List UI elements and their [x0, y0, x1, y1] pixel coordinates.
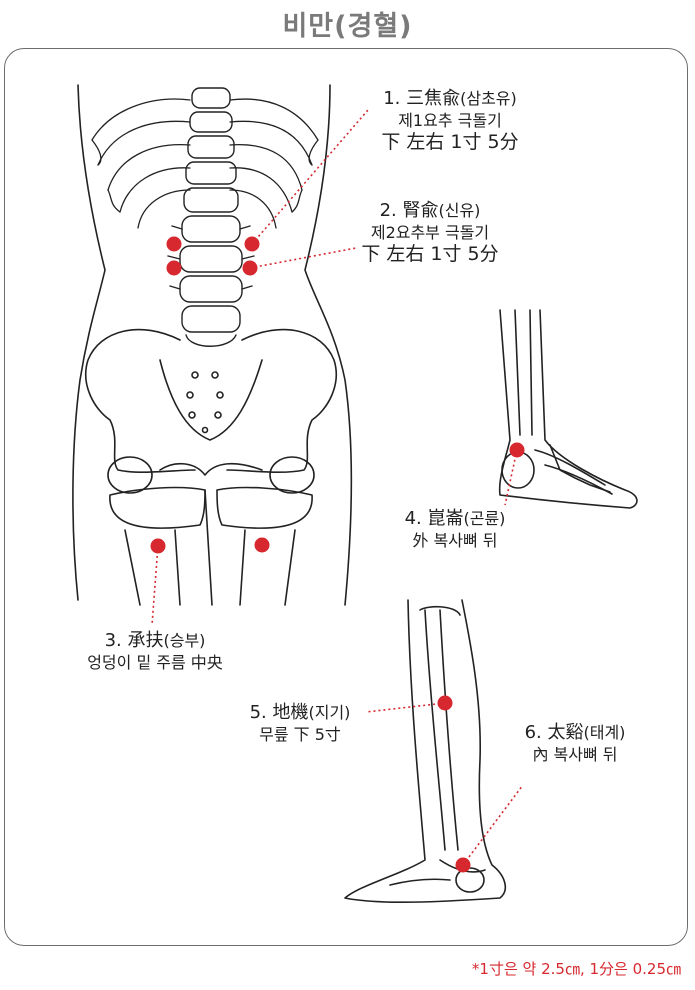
point-name: 地機: [272, 702, 309, 723]
acupoint-marker-1-left: [166, 236, 182, 252]
point-reading: (태계): [583, 723, 626, 742]
pelvis: [85, 328, 337, 606]
leader-line-3: [151, 545, 159, 626]
point-number: 4.: [404, 508, 422, 529]
leader-line-6: [462, 784, 524, 866]
leader-line-5: [365, 702, 446, 713]
acupoint-marker-5: [437, 695, 453, 711]
point-measure: 下 左右 1寸 5分: [361, 242, 499, 265]
point-number: 2.: [379, 200, 397, 221]
point-number: 1.: [383, 88, 401, 109]
point-location: 무릎 下 5寸: [259, 724, 341, 744]
leader-line-4: [504, 449, 518, 506]
point-reading: (지기): [308, 703, 351, 722]
point-number: 3.: [104, 630, 122, 651]
ribcage: [91, 98, 319, 229]
point-reading: (삼초유): [460, 89, 517, 108]
acupoint-label-3: 3. 承扶(승부) 엉덩이 밑 주름 中央: [45, 630, 265, 673]
acupoint-label-5: 5. 地機(지기) 무릎 下 5寸: [205, 702, 395, 745]
acupoint-marker-1-right: [244, 236, 260, 252]
point-name: 承扶: [127, 630, 164, 651]
point-reading: (승부): [163, 631, 206, 650]
point-location: 外 복사뼈 뒤: [412, 530, 498, 550]
acupoint-markers: [150, 236, 525, 873]
foot-lateral: [498, 309, 638, 509]
point-name: 三焦兪: [406, 88, 461, 109]
unit-footnote: *1寸은 약 2.5㎝, 1分은 0.25㎝: [471, 960, 681, 978]
point-number: 5.: [249, 702, 267, 723]
point-location: 內 복사뼈 뒤: [532, 744, 618, 764]
leader-lines: [151, 109, 524, 866]
point-reading: (곤륜): [463, 509, 506, 528]
acupoint-label-4: 4. 崑崙(곤륜) 外 복사뼈 뒤: [355, 508, 555, 551]
acupoint-label-2: 2. 腎兪(신유) 제2요추부 극돌기 下 左右 1寸 5分: [320, 200, 540, 266]
acupoint-label-6: 6. 太谿(태계) 內 복사뼈 뒤: [485, 722, 665, 765]
point-name: 腎兪: [402, 200, 439, 221]
point-name: 崑崙: [427, 508, 464, 529]
point-location: 제2요추부 극돌기: [370, 222, 490, 242]
torso-outline: [72, 84, 353, 606]
point-location: 제1요추 극돌기: [398, 110, 502, 130]
acupoint-marker-3-right: [254, 537, 270, 553]
point-name: 太谿: [547, 722, 584, 743]
point-number: 6.: [524, 722, 542, 743]
point-location: 엉덩이 밑 주름 中央: [87, 652, 223, 672]
page-title: 비만(경혈): [282, 11, 413, 42]
point-reading: (신유): [438, 201, 481, 220]
acupoint-marker-2-right: [242, 260, 258, 276]
acupoint-label-1: 1. 三焦兪(삼초유) 제1요추 극돌기 下 左右 1寸 5分: [340, 88, 560, 154]
content-frame: [4, 48, 688, 946]
acupoint-marker-6: [455, 857, 471, 873]
acupoint-marker-4: [509, 442, 525, 458]
acupoint-marker-3-left: [150, 538, 166, 554]
point-measure: 下 左右 1寸 5分: [381, 130, 519, 153]
leg-medial: [344, 599, 507, 903]
acupoint-marker-2-left: [166, 260, 182, 276]
spine: [167, 87, 255, 347]
